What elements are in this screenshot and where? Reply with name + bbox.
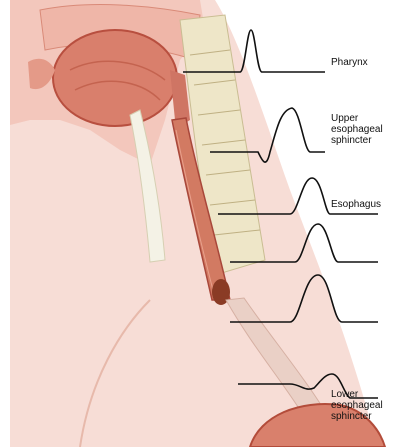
mid-esophagus-trace	[230, 224, 378, 262]
lower-esophageal-sphincter-label: Lower esophageal sphincter	[331, 389, 383, 422]
esophagus-label: Esophagus	[331, 199, 381, 210]
pharynx-label: Pharynx	[331, 57, 368, 68]
pharynx-trace	[183, 30, 325, 72]
upper-esophageal-sphincter-label: Upper esophageal sphincter	[331, 113, 383, 146]
distal-esophagus-trace	[230, 275, 378, 322]
upper-sphincter-trace	[210, 108, 325, 162]
